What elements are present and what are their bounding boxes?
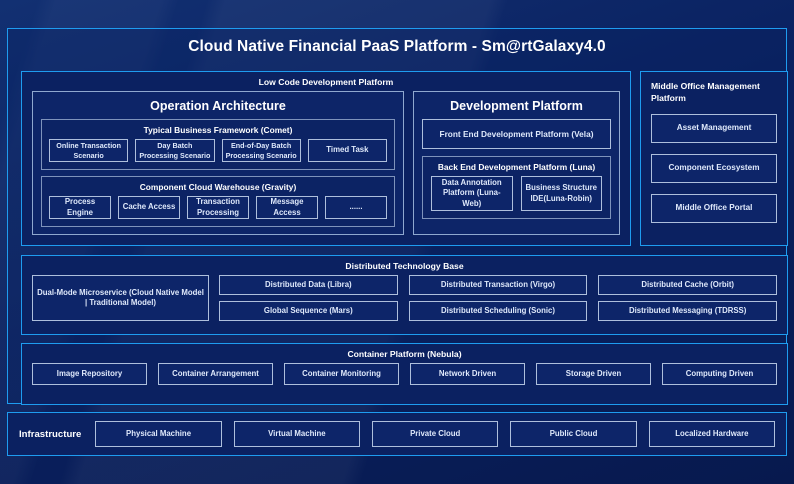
container-platform-item[interactable]: Computing Driven xyxy=(662,363,777,385)
distributed-technology-base-panel: Distributed Technology Base Dual-Mode Mi… xyxy=(21,255,788,335)
component-cloud-warehouse-title: Component Cloud Warehouse (Gravity) xyxy=(139,182,297,192)
page-title: Cloud Native Financial PaaS Platform - S… xyxy=(188,38,606,55)
middle-office-platform-title: Middle Office Management Platform xyxy=(651,81,760,104)
distributed-tech-item[interactable]: Distributed Data (Libra) xyxy=(219,275,398,295)
container-platform-title: Container Platform (Nebula) xyxy=(347,349,462,359)
distributed-tech-item[interactable]: Distributed Scheduling (Sonic) xyxy=(408,301,588,321)
distributed-tech-item[interactable]: Distributed Cache (Orbit) xyxy=(598,275,777,295)
cloud-warehouse-item[interactable]: Message Access xyxy=(256,196,318,219)
business-framework-item[interactable]: End-of-Day Batch Processing Scenario xyxy=(221,139,301,162)
infrastructure-item[interactable]: Virtual Machine xyxy=(233,421,361,447)
development-platform-title: Development Platform xyxy=(450,99,583,113)
dual-mode-microservice-item[interactable]: Dual-Mode Microservice (Cloud Native Mod… xyxy=(32,275,209,321)
business-framework-item[interactable]: Online Transaction Scenario xyxy=(49,139,129,162)
low-code-platform-title: Low Code Development Platform xyxy=(258,77,394,87)
typical-business-framework-title: Typical Business Framework (Comet) xyxy=(143,125,293,135)
back-end-item[interactable]: Data Annotation Platform (Luna-Web) xyxy=(431,176,513,211)
container-platform-item[interactable]: Network Driven xyxy=(410,363,525,385)
distributed-tech-item[interactable]: Global Sequence (Mars) xyxy=(219,301,398,321)
back-end-development-platform-group: Back End Development Platform (Luna) Dat… xyxy=(422,156,611,219)
container-platform-item[interactable]: Image Repository xyxy=(32,363,147,385)
cloud-warehouse-item[interactable]: Transaction Processing xyxy=(187,196,249,219)
cloud-warehouse-item[interactable]: Cache Access xyxy=(118,196,180,219)
container-platform-item[interactable]: Storage Driven xyxy=(536,363,651,385)
middle-office-item[interactable]: Middle Office Portal xyxy=(651,194,777,224)
distributed-tech-item[interactable]: Distributed Transaction (Virgo) xyxy=(408,275,588,295)
development-platform-panel: Development Platform Front End Developme… xyxy=(413,91,620,235)
cloud-warehouse-item[interactable]: Process Engine xyxy=(49,196,111,219)
container-platform-item[interactable]: Container Arrangement xyxy=(158,363,273,385)
back-end-development-platform-title: Back End Development Platform (Luna) xyxy=(437,162,596,172)
distributed-technology-base-title: Distributed Technology Base xyxy=(345,261,464,271)
middle-office-item[interactable]: Asset Management xyxy=(651,114,777,144)
cloud-warehouse-item-more[interactable]: ...... xyxy=(325,196,387,219)
distributed-tech-item[interactable]: Distributed Messaging (TDRSS) xyxy=(598,301,777,321)
operation-architecture-title: Operation Architecture xyxy=(150,99,286,113)
typical-business-framework-group: Typical Business Framework (Comet) Onlin… xyxy=(41,119,395,170)
infrastructure-item[interactable]: Private Cloud xyxy=(372,421,499,447)
infrastructure-item[interactable]: Physical Machine xyxy=(95,421,222,447)
container-platform-item[interactable]: Container Monitoring xyxy=(284,363,399,385)
middle-office-management-platform-panel: Middle Office Management Platform Asset … xyxy=(640,71,788,246)
main-platform-frame: Cloud Native Financial PaaS Platform - S… xyxy=(7,28,788,405)
business-framework-item[interactable]: Day Batch Processing Scenario xyxy=(135,139,215,162)
container-platform-panel: Container Platform (Nebula) Image Reposi… xyxy=(21,343,788,405)
business-framework-item[interactable]: Timed Task xyxy=(307,139,387,162)
low-code-development-platform-panel: Low Code Development Platform Operation … xyxy=(21,71,631,246)
component-cloud-warehouse-group: Component Cloud Warehouse (Gravity) Proc… xyxy=(41,176,395,227)
front-end-development-platform-item[interactable]: Front End Development Platform (Vela) xyxy=(422,119,611,149)
operation-architecture-panel: Operation Architecture Typical Business … xyxy=(32,91,404,235)
infrastructure-item[interactable]: Localized Hardware xyxy=(648,421,776,447)
infrastructure-label: Infrastructure xyxy=(19,428,82,440)
back-end-item[interactable]: Business Structure IDE(Luna-Robin) xyxy=(520,176,602,211)
infrastructure-panel: Infrastructure Physical Machine Virtual … xyxy=(7,412,787,456)
middle-office-item[interactable]: Component Ecosystem xyxy=(651,154,777,184)
infrastructure-item[interactable]: Public Cloud xyxy=(510,421,637,447)
